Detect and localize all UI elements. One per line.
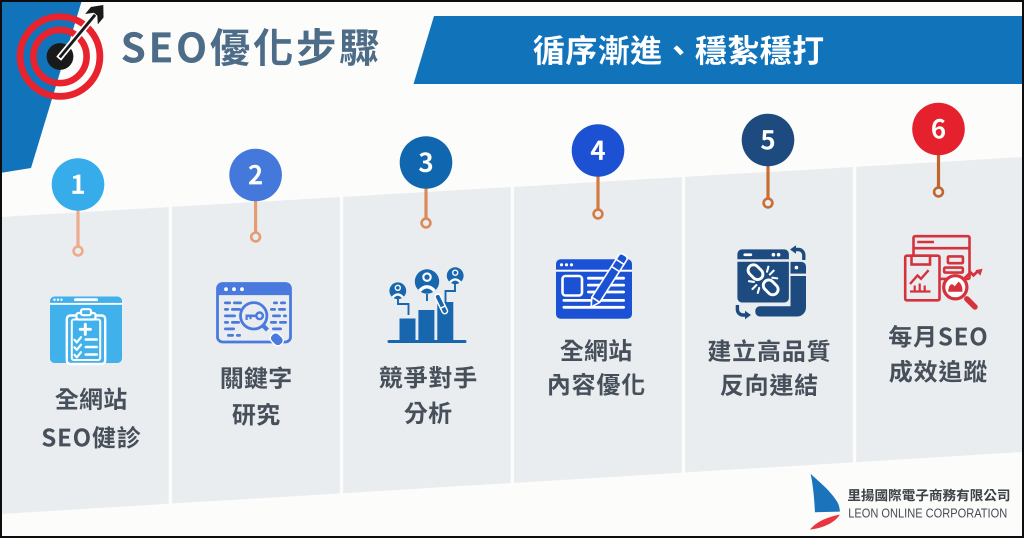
svg-text:LEON ONLINE CORPORATION: LEON ONLINE CORPORATION <box>848 506 1007 520</box>
